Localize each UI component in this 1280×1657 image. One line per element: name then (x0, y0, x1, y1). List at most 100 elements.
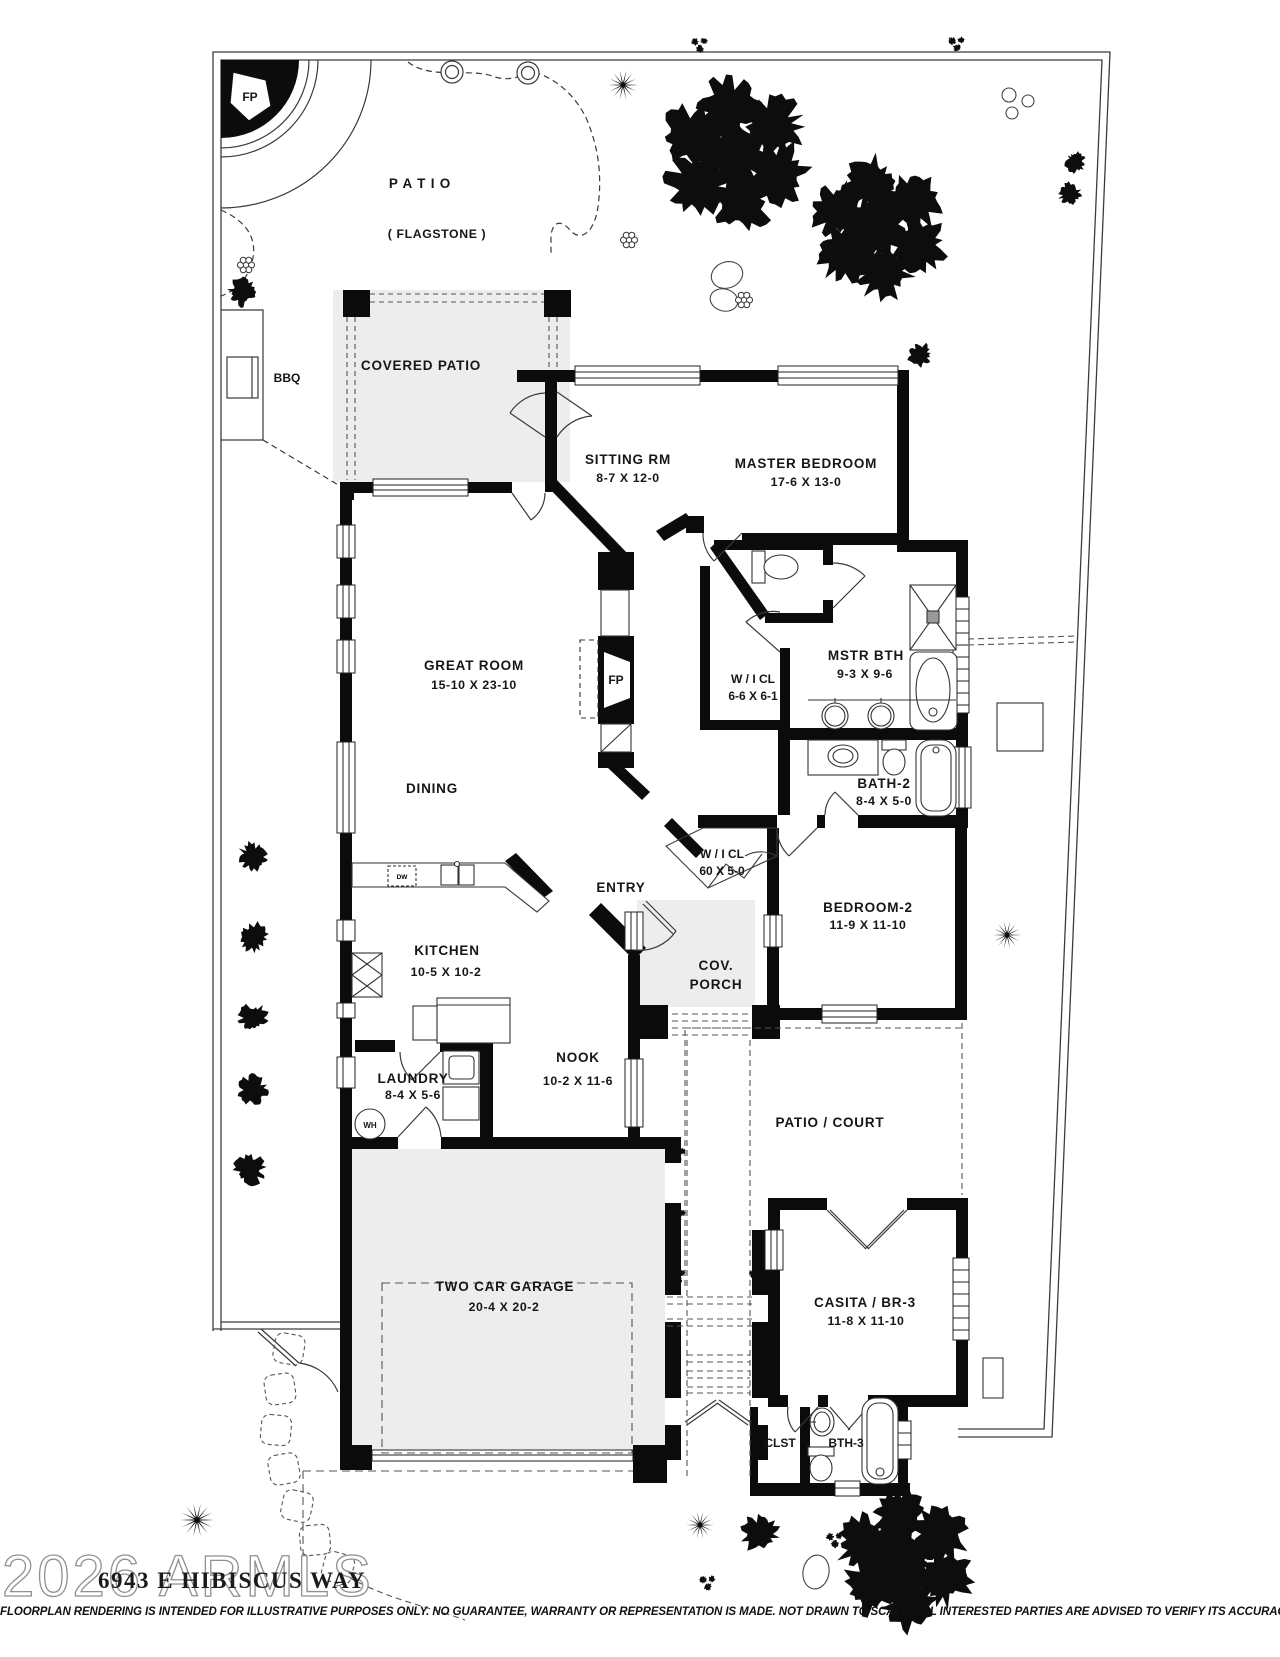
plant-icon (237, 1073, 269, 1105)
label-clst: CLST (764, 1436, 796, 1450)
rocks (709, 87, 1035, 1590)
label-entry: ENTRY (596, 880, 645, 895)
label-dw: DW (397, 874, 409, 881)
plant-icon (668, 1210, 678, 1219)
plant-icon (1064, 151, 1086, 174)
label-great-room: GREAT ROOM (424, 658, 524, 673)
label-patio: P A T I O (389, 176, 451, 191)
dims-master: 17-6 X 13-0 (771, 475, 842, 489)
vegetation (180, 36, 1086, 1636)
plant-icon (180, 1503, 214, 1537)
plant-icon (608, 70, 638, 100)
window (372, 478, 469, 497)
plant-icon (695, 44, 705, 54)
plant-icon (664, 103, 727, 166)
range-icon (351, 952, 383, 998)
plant-icon (662, 149, 731, 216)
window (336, 584, 356, 619)
dryer-icon (442, 1086, 480, 1121)
window (763, 914, 783, 948)
label-dining: DINING (406, 781, 458, 796)
labels: P A T I O ( FLAGSTONE ) COVERED PATIO SI… (242, 90, 915, 1450)
plant-icon (840, 152, 896, 218)
plant-icon (232, 1153, 267, 1187)
kitchen-counter (351, 860, 550, 913)
plant-icon (825, 1532, 835, 1541)
label-flagstone: ( FLAGSTONE ) (388, 227, 486, 241)
fixtures (351, 550, 1044, 1485)
dims-nook: 10-2 X 11-6 (543, 1074, 613, 1088)
window (624, 911, 644, 951)
plant-icon (704, 1583, 712, 1591)
window (574, 365, 701, 386)
dims-kitchen: 10-5 X 10-2 (411, 965, 482, 979)
plant-icon (226, 276, 257, 308)
kitchen-island (412, 997, 511, 1044)
address-text: 6943 E HIBISCUS WAY (98, 1568, 367, 1593)
plant-icon (909, 1505, 969, 1563)
plant-icon (715, 169, 772, 232)
bathtub-icon (861, 1397, 899, 1485)
plant-icon (754, 1277, 763, 1286)
label-bbq: BBQ (274, 371, 301, 385)
plant-icon (907, 342, 931, 368)
plant-icon (837, 1511, 894, 1572)
dims-bath2: 8-4 X 5-0 (856, 794, 912, 808)
plant-icon (700, 38, 708, 45)
plant-icon (835, 1532, 843, 1540)
label-bedroom2: BEDROOM-2 (823, 900, 913, 915)
label-bth3: BTH-3 (828, 1436, 864, 1450)
plant-icon (678, 1209, 686, 1217)
window (336, 1056, 356, 1089)
dims-sitting: 8-7 X 12-0 (596, 471, 659, 485)
sink-icon (809, 1407, 835, 1437)
water-heater-icon (354, 1108, 386, 1140)
flower-icon (628, 231, 636, 239)
plant-icon (816, 225, 870, 284)
window (777, 365, 899, 386)
plant-icon (669, 1147, 678, 1157)
label-wicl2: W / I CL (700, 847, 744, 861)
window (336, 524, 356, 559)
plant-icon (678, 1147, 686, 1155)
windows (336, 365, 972, 1497)
label-cov-porch2: PORCH (690, 977, 743, 992)
plant-icon (674, 1154, 683, 1163)
garage-door (371, 1449, 634, 1462)
plant-icon (957, 36, 965, 44)
window (336, 741, 356, 834)
dims-wicl-master: 6-6 X 6-1 (728, 689, 778, 703)
dims-laundry: 8-4 X 5-6 (385, 1088, 441, 1102)
plant-icon (830, 1540, 839, 1549)
window (834, 1480, 861, 1497)
window (336, 919, 356, 942)
window (821, 1004, 878, 1024)
plant-icon (851, 241, 916, 303)
disclaimer-text: FLOORPLAN RENDERING IS INTENDED FOR ILLU… (0, 1606, 1280, 1618)
vanity-sink (807, 739, 879, 776)
equipment-pad (982, 1357, 1004, 1399)
label-mstr-bth: MSTR BTH (828, 648, 904, 663)
label-master: MASTER BEDROOM (735, 456, 877, 471)
window (952, 1257, 970, 1341)
label-covered-patio: COVERED PATIO (361, 358, 481, 373)
plant-icon (674, 1276, 683, 1285)
closet-bifold (665, 827, 778, 889)
plant-icon (238, 840, 268, 872)
plant-icon (918, 1546, 976, 1610)
watermark: 2026 ARMLS (1, 1543, 374, 1609)
label-fp-patio: FP (242, 90, 257, 104)
dims-wicl2: 60 X 5-0 (699, 864, 745, 878)
label-kitchen: KITCHEN (414, 943, 480, 958)
label-wh: WH (363, 1121, 377, 1130)
label-cov-porch: COV. (699, 958, 734, 973)
plant-icon (948, 36, 957, 46)
plant-icon (748, 1269, 758, 1279)
property-boundary (212, 51, 1111, 1438)
window (952, 746, 972, 809)
label-laundry: LAUNDRY (377, 1071, 448, 1086)
vanity-sinks (808, 698, 956, 730)
label-patio-court: PATIO / COURT (776, 1115, 885, 1130)
